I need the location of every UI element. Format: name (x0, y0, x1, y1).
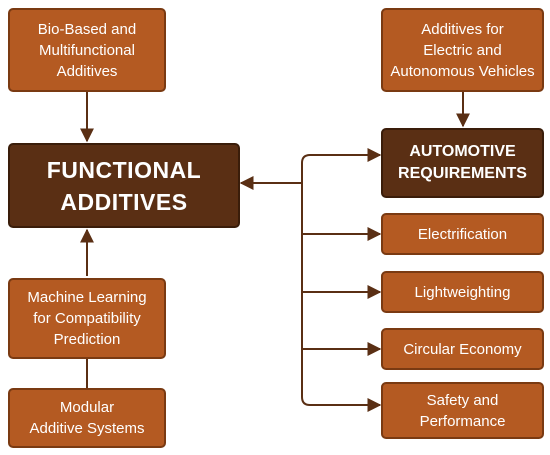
modular-additive-systems-box: Modular Additive Systems (8, 388, 166, 448)
trunk-line (301, 154, 311, 406)
safety-performance-box: Safety and Performance (381, 382, 544, 439)
circular-economy-box: Circular Economy (381, 328, 544, 370)
electrification-box: Electrification (381, 213, 544, 255)
automotive-requirements-box: AUTOMOTIVE REQUIREMENTS (381, 128, 544, 198)
functional-additives-box: FUNCTIONAL ADDITIVES (8, 143, 240, 228)
lightweighting-box: Lightweighting (381, 271, 544, 313)
bio-based-additives-box: Bio-Based and Multifunctional Additives (8, 8, 166, 92)
machine-learning-box: Machine Learning for Compatibility Predi… (8, 278, 166, 359)
electric-autonomous-vehicles-box: Additives for Electric and Autonomous Ve… (381, 8, 544, 92)
